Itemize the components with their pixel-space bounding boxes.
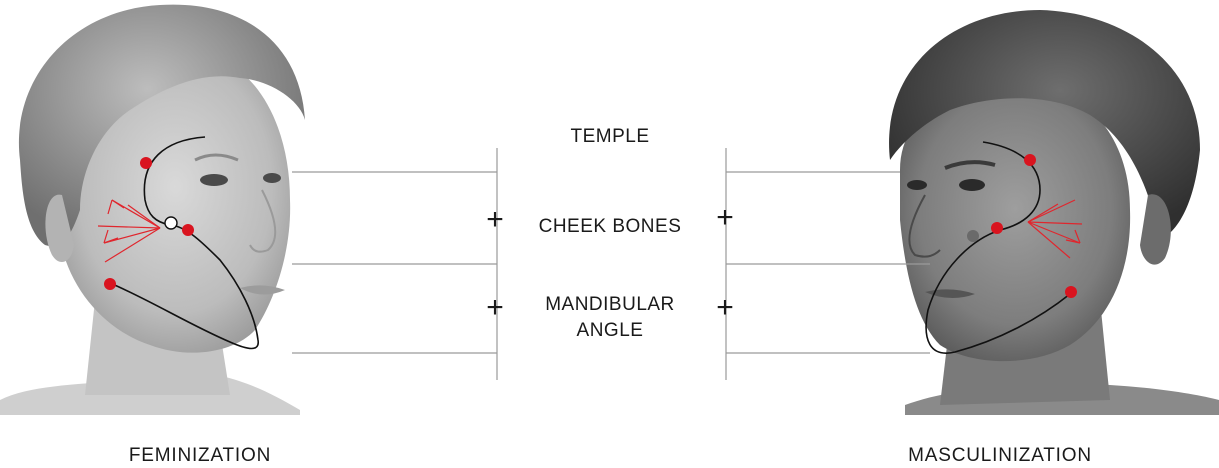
- caption-feminization: FEMINIZATION: [128, 445, 272, 466]
- female-head-illustration: [0, 4, 306, 415]
- female-vector-arrows: [97, 199, 161, 263]
- female-hair: [18, 4, 306, 247]
- caption-masculinization: MASCULINIZATION: [908, 445, 1092, 466]
- female-marker-temple: [140, 157, 152, 169]
- male-head-illustration: [889, 10, 1219, 415]
- female-brow: [194, 153, 239, 162]
- male-hair: [889, 10, 1200, 240]
- female-ear: [45, 194, 74, 263]
- label-angle: ANGLE: [576, 320, 644, 341]
- male-face: [900, 84, 1131, 362]
- male-vector-arrows: [1027, 199, 1083, 259]
- male-contour-line: [925, 141, 1071, 354]
- male-marker-temple: [1024, 154, 1036, 166]
- plus-left-cheek: +: [486, 203, 504, 236]
- female-lips: [240, 285, 285, 295]
- female-eye-right: [263, 173, 281, 183]
- male-nose: [908, 194, 941, 258]
- male-brow: [944, 160, 996, 170]
- male-lips: [925, 289, 975, 299]
- male-ear: [1140, 194, 1171, 265]
- plus-left-mandible: +: [486, 291, 504, 324]
- plus-right-cheek: +: [716, 201, 734, 234]
- female-marker-cheek-white: [164, 216, 178, 230]
- female-marker-cheek: [182, 224, 194, 236]
- label-cheek-bones: CHEEK BONES: [538, 216, 682, 237]
- female-nose: [249, 189, 277, 253]
- male-marker-jaw: [1065, 286, 1077, 298]
- male-marker-cheek: [991, 222, 1003, 234]
- guide-lines: [292, 148, 930, 380]
- plus-right-mandible: +: [716, 291, 734, 324]
- label-temple: TEMPLE: [570, 126, 650, 147]
- male-eye-right: [959, 179, 985, 191]
- label-mandibular: MANDIBULAR: [545, 294, 675, 315]
- female-marker-jaw: [104, 278, 116, 290]
- female-eye-left: [200, 174, 228, 186]
- female-contour-line: [109, 136, 259, 350]
- male-marker-cheek-grey: [967, 230, 979, 242]
- male-eye-left: [907, 180, 927, 190]
